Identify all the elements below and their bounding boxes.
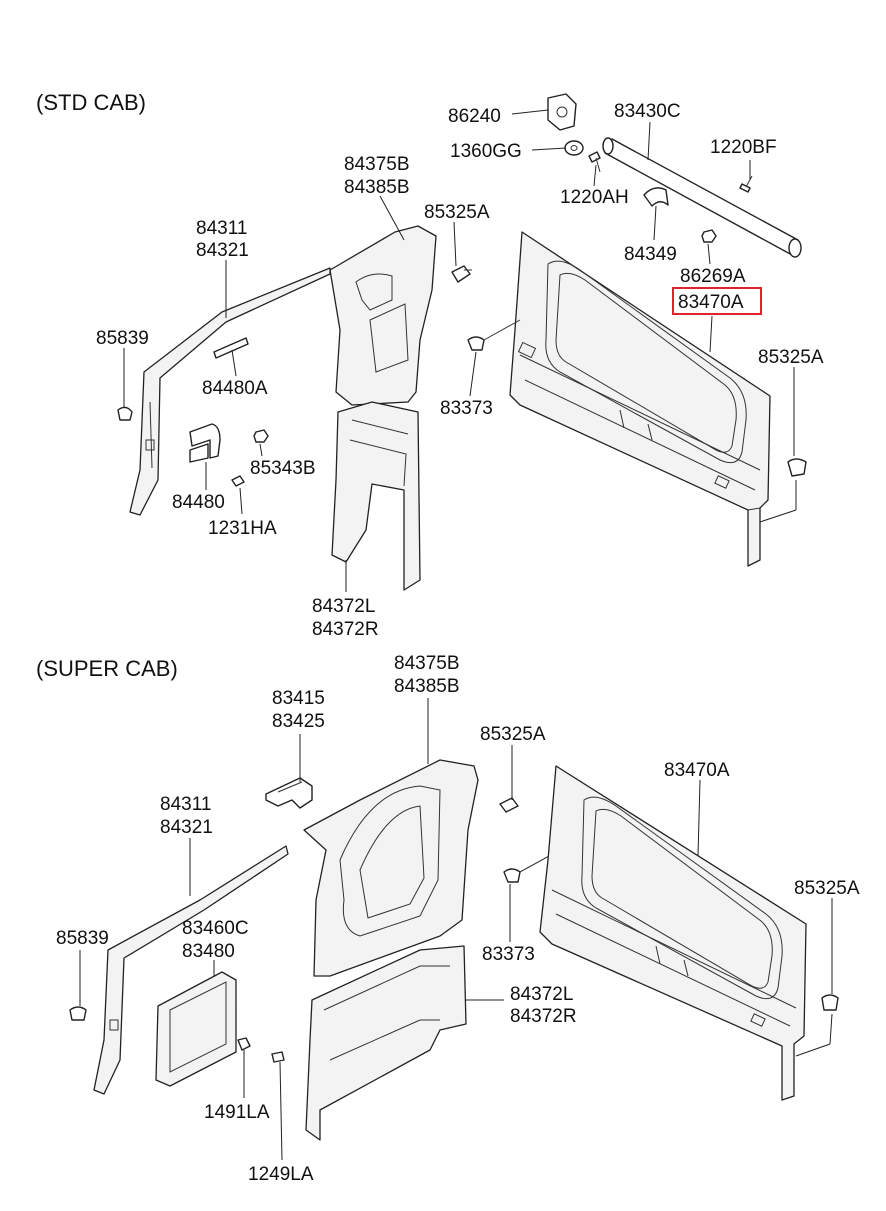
label-1220bf: 1220BF (710, 137, 777, 158)
label-84372l: 84372L (312, 596, 375, 617)
part-85325a-clip-super-upper (499, 797, 519, 813)
part-84480-handle (189, 423, 221, 463)
label-83480: 83480 (182, 941, 235, 962)
label-super-83373: 83373 (482, 944, 535, 965)
part-1220bf-screw (739, 175, 753, 193)
label-83460c: 83460C (182, 918, 249, 939)
super-cab-title: (SUPER CAB) (36, 656, 178, 681)
label-1491la: 1491LA (204, 1102, 270, 1123)
label-super-84385b: 84385B (394, 676, 460, 697)
label-84375b: 84375B (344, 154, 410, 175)
label-1249la: 1249LA (248, 1164, 314, 1185)
label-1220ah: 1220AH (560, 187, 629, 208)
part-85343b-nut (253, 429, 269, 443)
part-85839-clip-std (117, 406, 133, 421)
label-86269a: 86269A (680, 266, 746, 287)
label-84372r: 84372R (312, 619, 379, 640)
label-83470a: 83470A (678, 292, 744, 313)
highlight-83470a (672, 287, 762, 315)
part-86240-bracket (547, 93, 577, 131)
label-1231ha: 1231HA (208, 518, 277, 539)
part-84311-pillar-trim-std (129, 267, 331, 516)
part-84480a-strap (213, 337, 249, 359)
part-85325a-clip-super-right (821, 994, 839, 1011)
part-1360gg-washer (564, 140, 584, 156)
std-cab-title: (STD CAB) (36, 90, 146, 115)
part-84349-clip (643, 187, 669, 207)
part-84311-pillar-super (93, 845, 289, 1095)
part-1249la-screw (271, 1051, 285, 1063)
label-85325a-right: 85325A (758, 347, 824, 368)
part-85839-clip-super (69, 1006, 87, 1021)
part-84372l-lower-trim-super (305, 945, 467, 1141)
part-83460c-panel (155, 971, 237, 1087)
label-84349: 84349 (624, 244, 677, 265)
label-84311: 84311 (196, 218, 247, 239)
label-super-85325a-right: 85325A (794, 878, 860, 899)
part-83415-bracket (265, 777, 313, 809)
label-super-84372l: 84372L (510, 984, 573, 1005)
part-1220ah-screw (588, 151, 601, 173)
label-84385b: 84385B (344, 177, 410, 198)
label-85343b: 85343B (250, 458, 316, 479)
label-83430c: 83430C (614, 101, 681, 122)
part-83470a-rear-panel-std (509, 231, 771, 567)
std-leader-lines (123, 109, 797, 592)
part-1491la-fastener (237, 1037, 251, 1051)
part-83373-clip-std (467, 319, 521, 351)
part-85325a-clip-std-right (787, 458, 807, 477)
label-86240: 86240 (448, 106, 501, 127)
label-super-84311: 84311 (160, 794, 211, 815)
part-83470a-rear-panel-super (539, 765, 807, 1101)
label-1360gg: 1360GG (450, 141, 522, 162)
super-leader-lines (79, 698, 833, 1161)
part-86269a-nut (701, 229, 717, 243)
part-1231ha-screw (231, 475, 245, 487)
part-84372l-lower-trim-std (331, 401, 421, 591)
label-85325a-upper: 85325A (424, 202, 490, 223)
label-84480a: 84480A (202, 378, 268, 399)
label-83373: 83373 (440, 398, 493, 419)
label-84480: 84480 (172, 492, 225, 513)
part-84375b-upper-trim-std (329, 225, 437, 406)
label-super-85325a-upper: 85325A (480, 724, 546, 745)
label-super-83470a: 83470A (664, 760, 730, 781)
part-84375b-upper-trim-super (303, 759, 479, 977)
label-super-84321: 84321 (160, 817, 213, 838)
label-85839: 85839 (96, 328, 149, 349)
label-super-84372r: 84372R (510, 1006, 577, 1027)
label-84321: 84321 (196, 240, 249, 261)
part-85325a-clip-std-upper (451, 265, 472, 283)
part-83430c-rod (602, 137, 802, 258)
label-83415: 83415 (272, 688, 325, 709)
label-super-84375b: 84375B (394, 653, 460, 674)
label-83425: 83425 (272, 711, 325, 732)
label-super-85839: 85839 (56, 928, 109, 949)
